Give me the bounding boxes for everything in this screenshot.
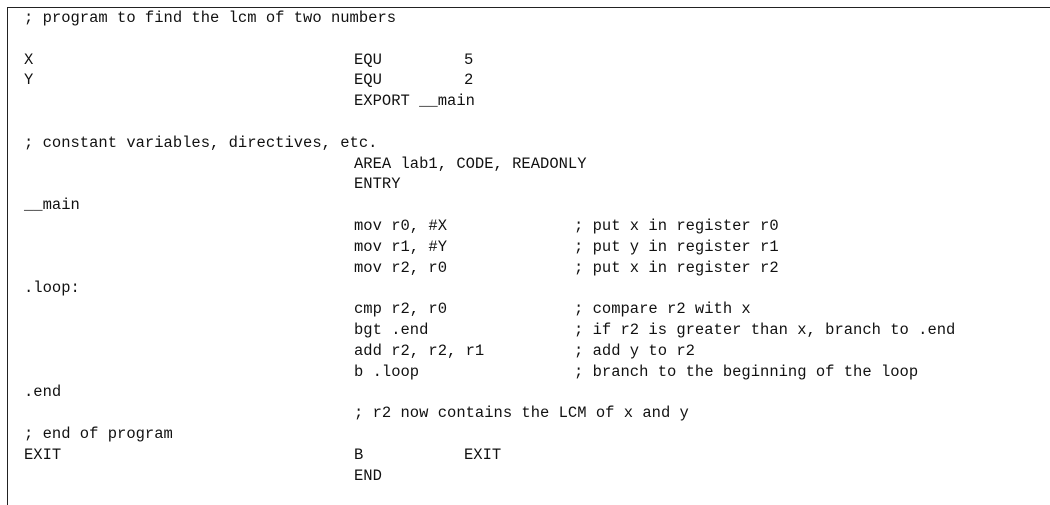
code-instruction: cmp r2, r0 [354, 300, 448, 319]
code-comment: ; put x in register r2 [574, 258, 779, 277]
code-label: ; end of program [24, 424, 173, 443]
code-instruction: EQU [354, 50, 382, 69]
code-comment: ; add y to r2 [574, 341, 695, 360]
code-operand: EXIT [464, 445, 502, 464]
code-comment: ; if r2 is greater than x, branch to .en… [574, 320, 956, 339]
code-instruction: add r2, r2, r1 [354, 341, 485, 360]
code-label: EXIT [24, 445, 62, 464]
code-instruction: ENTRY [354, 175, 401, 194]
code-instruction: AREA lab1, CODE, READONLY [354, 154, 587, 173]
code-label: Y [24, 71, 34, 90]
code-instruction: EQU [354, 71, 382, 90]
code-instruction: B [354, 445, 364, 464]
code-comment: ; compare r2 with x [574, 300, 751, 319]
code-instruction: b .loop [354, 362, 420, 381]
code-label: __main [24, 196, 80, 215]
code-operand: 2 [464, 71, 474, 90]
code-comment: ; put y in register r1 [574, 237, 779, 256]
code-comment: ; put x in register r0 [574, 216, 779, 235]
code-instruction: END [354, 466, 382, 485]
code-label: ; constant variables, directives, etc. [24, 133, 378, 152]
code-instruction: bgt .end [354, 320, 429, 339]
code-instruction: mov r0, #X [354, 216, 448, 235]
code-instruction: ; r2 now contains the LCM of x and y [354, 404, 689, 423]
code-label: X [24, 50, 34, 69]
code-instruction: EXPORT __main [354, 92, 475, 111]
code-instruction: mov r1, #Y [354, 237, 448, 256]
code-label: .end [24, 383, 62, 402]
document-frame [7, 7, 1050, 505]
code-instruction: mov r2, r0 [354, 258, 448, 277]
code-operand: 5 [464, 50, 474, 69]
code-label: ; program to find the lcm of two numbers [24, 9, 397, 27]
code-label: .loop: [24, 279, 80, 298]
code-comment: ; branch to the beginning of the loop [574, 362, 919, 381]
